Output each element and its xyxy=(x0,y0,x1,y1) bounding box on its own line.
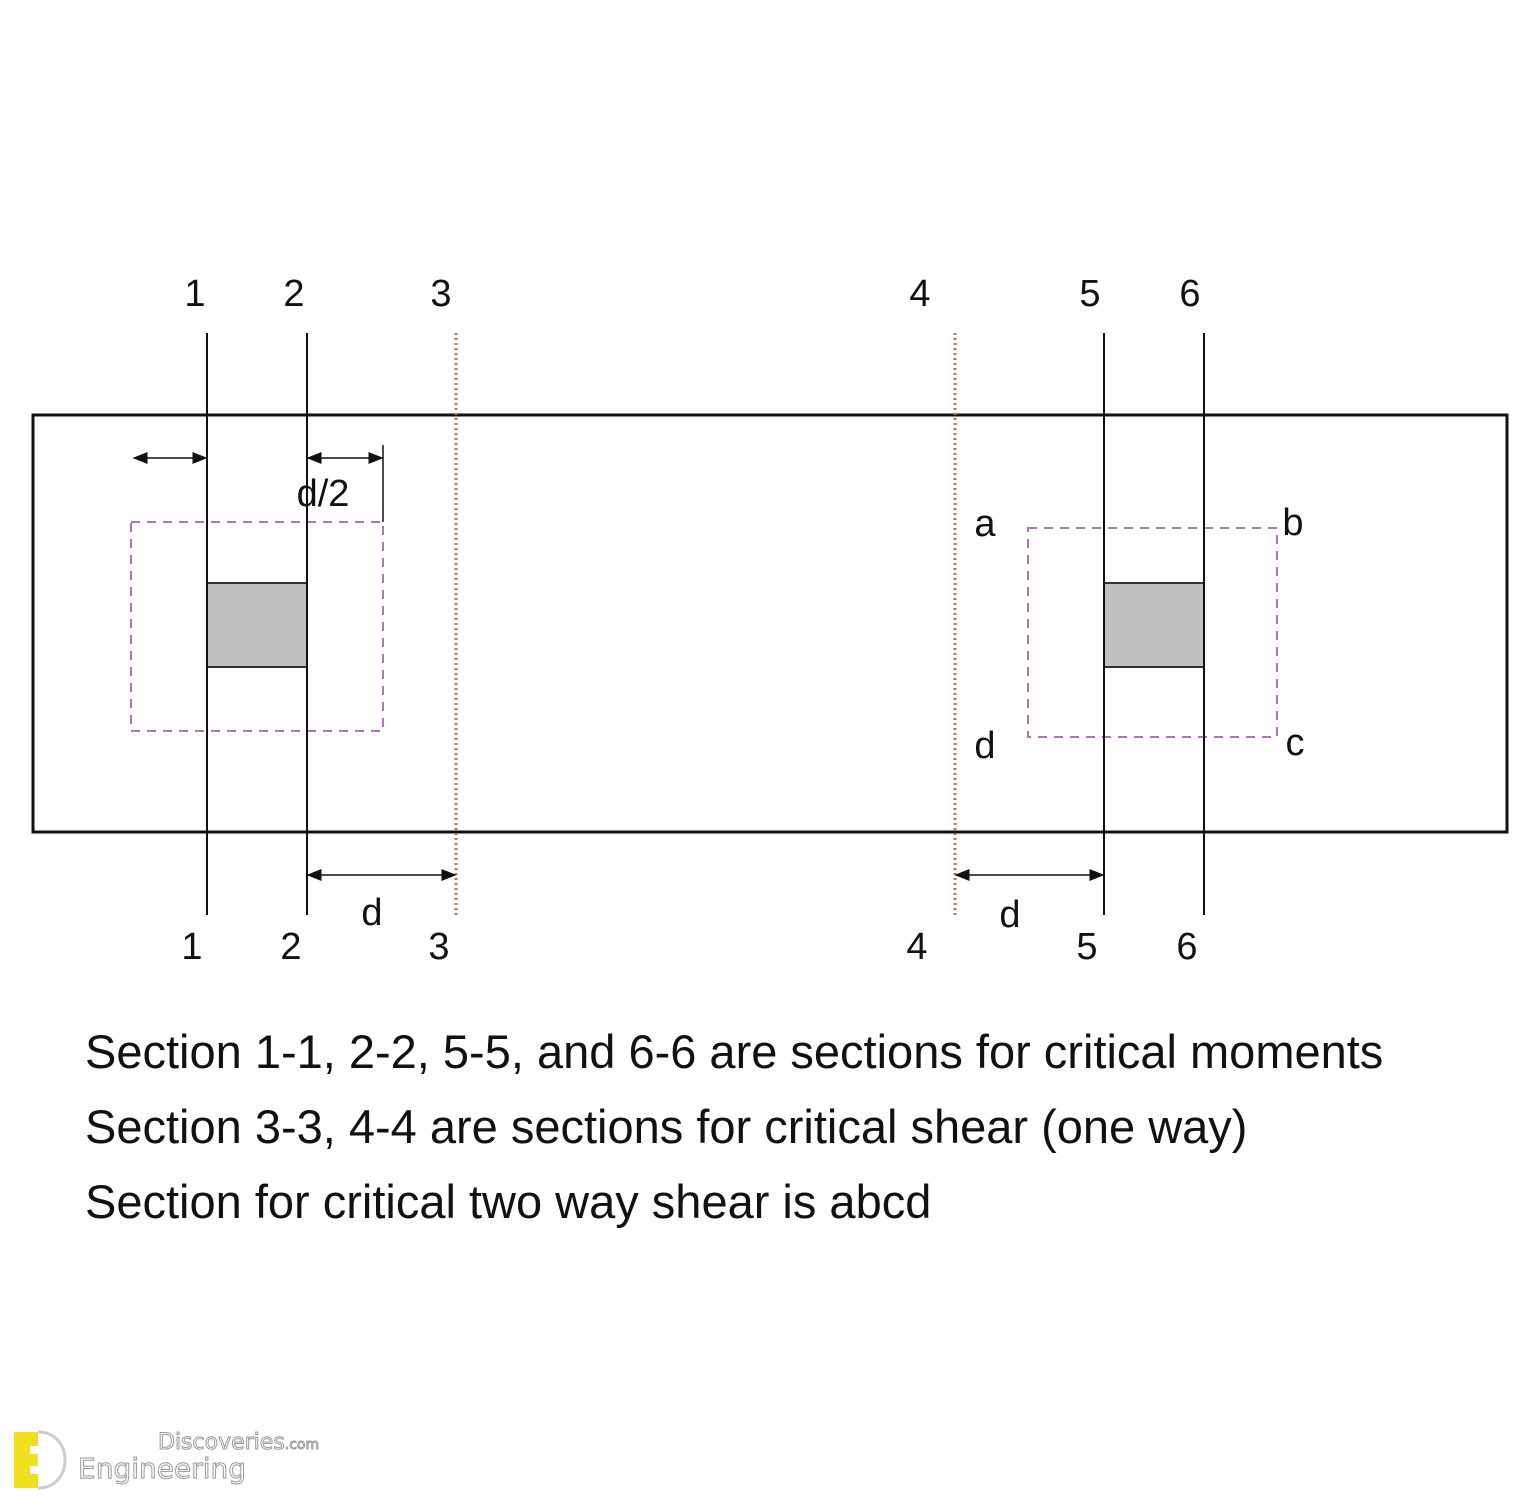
footing-outline xyxy=(31,413,1509,834)
corner-label-b: b xyxy=(1282,502,1303,544)
left-column xyxy=(206,582,308,668)
caption-critical-moments: Section 1-1, 2-2, 5-5, and 6-6 are secti… xyxy=(85,1025,1384,1078)
bottom-label-5: 5 xyxy=(1076,926,1097,968)
corner-label-c: c xyxy=(1286,722,1305,764)
left-critical-perimeter xyxy=(130,521,384,732)
right-critical-perimeter-abcd xyxy=(1027,527,1278,738)
top-label-6: 6 xyxy=(1179,273,1200,315)
left-d-label: d xyxy=(361,892,382,934)
top-label-5: 5 xyxy=(1079,273,1100,315)
bottom-label-2: 2 xyxy=(280,926,301,968)
watermark-line1: Discoveries.com xyxy=(158,1430,320,1456)
bottom-label-3: 3 xyxy=(428,926,449,968)
ed-logo-icon xyxy=(14,1430,67,1490)
top-label-2: 2 xyxy=(283,273,304,315)
watermark-line2: Engineering xyxy=(78,1452,247,1486)
top-label-3: 3 xyxy=(430,273,451,315)
caption-two-way-shear: Section for critical two way shear is ab… xyxy=(85,1175,932,1228)
top-label-4: 4 xyxy=(909,273,930,315)
right-d-label: d xyxy=(999,894,1020,936)
caption-one-way-shear: Section 3-3, 4-4 are sections for critic… xyxy=(85,1100,1248,1153)
bottom-label-1: 1 xyxy=(181,926,202,968)
corner-label-a: a xyxy=(974,503,996,545)
half-d-label: d/2 xyxy=(297,473,350,515)
top-label-1: 1 xyxy=(184,273,205,315)
bottom-label-6: 6 xyxy=(1176,926,1197,968)
watermark-logo: Discoveries.com Engineering xyxy=(8,1428,328,1492)
right-column xyxy=(1103,582,1205,668)
corner-label-d: d xyxy=(974,725,995,767)
bottom-label-4: 4 xyxy=(906,926,927,968)
